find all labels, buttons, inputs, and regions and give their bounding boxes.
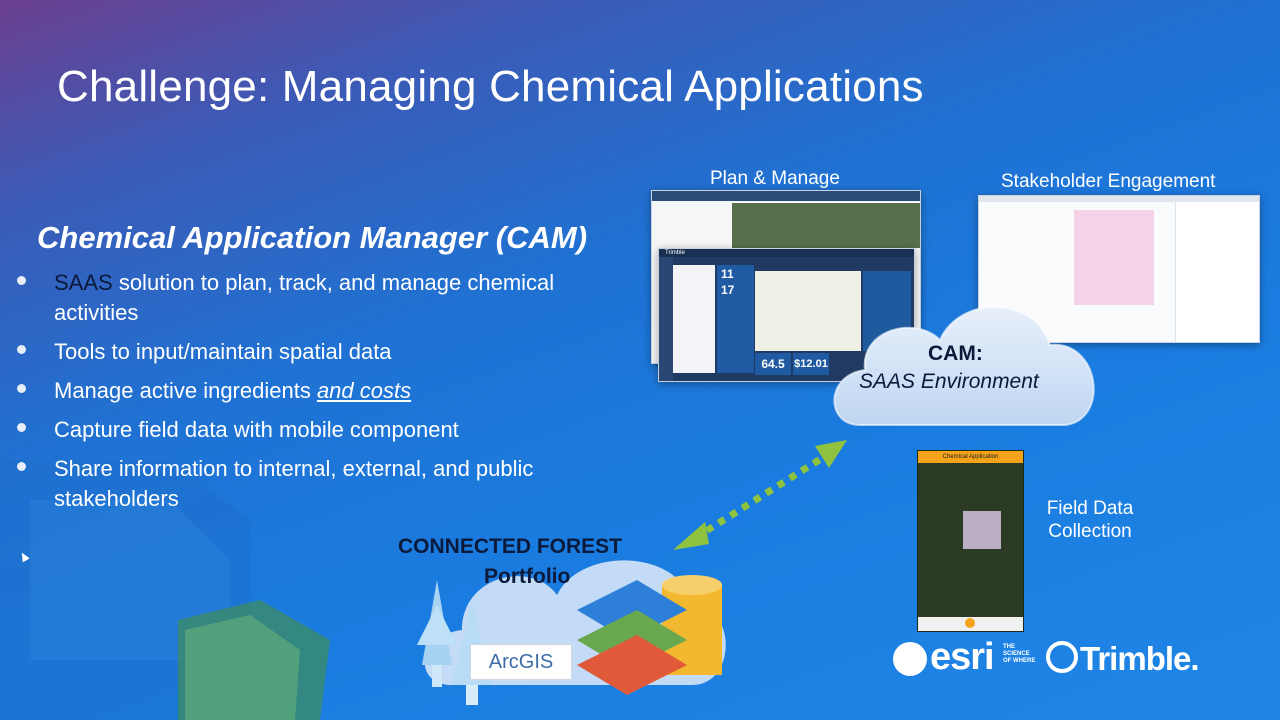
mobile-add-button: [965, 618, 975, 628]
bullet-lead: SAAS: [54, 270, 113, 295]
bullet-dot: [17, 384, 26, 393]
trimble-globe-icon: [1046, 641, 1078, 673]
bullet-text: Share information to internal, external,…: [54, 456, 534, 511]
stakeholder-screen: [978, 195, 1260, 343]
stakeholder-map-region: [1074, 210, 1154, 305]
dashboard-value-one: 64.5: [755, 353, 791, 375]
field-data-label: Field Data Collection: [1046, 498, 1134, 542]
cloud-title: CAM:: [928, 342, 983, 365]
bullet-item: Share information to internal, external,…: [12, 454, 632, 514]
mobile-app-screen: Chemical Application: [917, 450, 1024, 632]
dashboard-stats-column: 11 17: [717, 265, 754, 373]
cloud-subtitle: SAAS Environment: [859, 370, 1039, 393]
bullet-item: SAAS solution to plan, track, and manage…: [12, 268, 632, 328]
bullet-text: Manage active ingredients: [54, 378, 317, 403]
bullet-list: SAAS solution to plan, track, and manage…: [12, 268, 632, 523]
screen-header: [979, 196, 1259, 202]
bullet-item: Manage active ingredients and costs: [12, 376, 632, 406]
connection-arrow: [673, 440, 847, 550]
plan-manage-label: Plan & Manage: [710, 168, 840, 189]
slide-title: Challenge: Managing Chemical Application…: [57, 62, 924, 111]
bullet-item: Capture field data with mobile component: [12, 415, 632, 445]
stat-one: 11: [721, 267, 734, 281]
esri-tagline: THE SCIENCE OF WHERE: [1003, 644, 1036, 664]
mobile-map-parcel: [963, 511, 1001, 549]
bullet-dot: [17, 345, 26, 354]
esri-globe-icon: [893, 642, 927, 676]
screen-header: [652, 191, 920, 201]
bullet-emphasis: and costs: [316, 378, 412, 403]
plan-dashboard-screen: Trimble 11 17 64.5 $12.01: [658, 248, 915, 382]
portfolio-title: CONNECTED FOREST: [398, 535, 623, 558]
map-thumbnail: [732, 203, 920, 248]
stat-two: 17: [721, 283, 735, 297]
esri-logo-text: esri: [930, 636, 995, 678]
dashboard-list-panel: [673, 265, 715, 373]
dashboard-map: [755, 271, 861, 351]
bullet-dot: [17, 462, 26, 471]
arcgis-label: ArcGIS: [470, 644, 572, 680]
slide-subtitle: Chemical Application Manager (CAM): [37, 220, 588, 255]
dashboard-sidebar: [659, 257, 673, 381]
bullet-text: Tools to input/maintain spatial data: [54, 339, 392, 364]
mobile-app-header: Chemical Application: [918, 451, 1023, 463]
trimble-logo-text: Trimble.: [1080, 640, 1200, 677]
bullet-dot: [17, 276, 26, 285]
bullet-text: solution to plan, track, and manage chem…: [54, 270, 555, 325]
bullet-dot: [17, 423, 26, 432]
cam-cloud: [833, 305, 1095, 426]
dashboard-value-two: $12.01: [793, 353, 829, 375]
bullet-item: Tools to input/maintain spatial data: [12, 337, 632, 367]
dashboard-brand: Trimble: [659, 249, 914, 257]
bullet-text: Capture field data with mobile component: [54, 417, 459, 442]
portfolio-subtitle: Portfolio: [484, 565, 571, 588]
stakeholder-side-panel: [1175, 202, 1259, 342]
stakeholder-label: Stakeholder Engagement: [1001, 171, 1216, 192]
